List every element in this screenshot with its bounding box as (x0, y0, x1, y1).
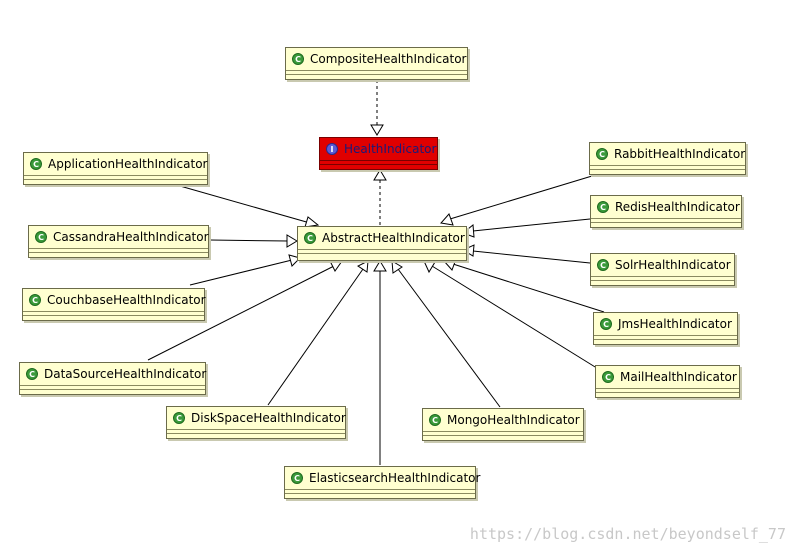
class-icon: C (292, 53, 304, 65)
class-icon: C (600, 318, 612, 330)
class-name: DataSourceHealthIndicator (44, 367, 207, 381)
class-diskspace-health-indicator[interactable]: C DiskSpaceHealthIndicator (166, 406, 346, 439)
jms-generalization-line (452, 263, 605, 313)
application-generalization-line (179, 185, 311, 224)
class-icon: C (29, 294, 41, 306)
mongo-generalization-line (397, 268, 501, 408)
redis-generalization-line (472, 218, 591, 232)
class-mongo-health-indicator[interactable]: C MongoHealthIndicator (422, 408, 584, 441)
class-redis-health-indicator[interactable]: C RedisHealthIndicator (590, 195, 742, 228)
class-name: MailHealthIndicator (620, 370, 737, 384)
class-icon: C (173, 412, 185, 424)
class-cassandra-health-indicator[interactable]: C CassandraHealthIndicator (28, 225, 209, 258)
couchbase-generalization-line (189, 259, 293, 286)
class-icon: C (30, 158, 42, 170)
class-name: ApplicationHealthIndicator (48, 157, 208, 171)
class-composite-health-indicator[interactable]: C CompositeHealthIndicator (285, 47, 468, 80)
class-mail-health-indicator[interactable]: C MailHealthIndicator (595, 365, 740, 398)
abstract-arrowhead (373, 169, 387, 181)
class-name: DiskSpaceHealthIndicator (191, 411, 346, 425)
cassandra-generalization-line (209, 239, 289, 242)
class-name: RedisHealthIndicator (615, 200, 740, 214)
class-name: JmsHealthIndicator (618, 317, 732, 331)
interface-icon: I (326, 143, 338, 155)
solr-generalization-line (472, 250, 591, 264)
class-name: ElasticsearchHealthIndicator (309, 471, 481, 485)
class-name: AbstractHealthIndicator (322, 231, 465, 245)
class-elasticsearch-health-indicator[interactable]: C ElasticsearchHealthIndicator (284, 466, 480, 499)
class-abstract-health-indicator[interactable]: C AbstractHealthIndicator (297, 226, 467, 261)
class-icon: C (597, 201, 609, 213)
class-icon: C (429, 414, 441, 426)
class-jms-health-indicator[interactable]: C JmsHealthIndicator (593, 312, 738, 345)
class-solr-health-indicator[interactable]: C SolrHealthIndicator (590, 253, 735, 286)
class-name: CouchbaseHealthIndicator (47, 293, 206, 307)
datasource-generalization-line (147, 265, 335, 361)
rabbit-generalization-line (449, 175, 593, 220)
class-icon: C (291, 472, 303, 484)
mail-generalization-line (431, 265, 601, 371)
class-rabbit-health-indicator[interactable]: C RabbitHealthIndicator (589, 142, 746, 175)
diskspace-generalization-line (267, 268, 364, 406)
interface-health-indicator[interactable]: I HealthIndicator (319, 137, 438, 170)
composite-arrowhead (370, 124, 384, 136)
class-icon: C (596, 148, 608, 160)
class-icon: C (602, 371, 614, 383)
class-name: CompositeHealthIndicator (310, 52, 467, 66)
class-name: CassandraHealthIndicator (53, 230, 209, 244)
class-name: RabbitHealthIndicator (614, 147, 746, 161)
class-icon: C (26, 368, 38, 380)
class-couchbase-health-indicator[interactable]: C CouchbaseHealthIndicator (22, 288, 206, 321)
class-icon: C (304, 232, 316, 244)
class-name: SolrHealthIndicator (615, 258, 731, 272)
class-icon: C (35, 231, 47, 243)
watermark-text: https://blog.csdn.net/beyondself_77 (469, 525, 786, 543)
class-icon: C (597, 259, 609, 271)
class-name: HealthIndicator (344, 142, 437, 156)
class-name: MongoHealthIndicator (447, 413, 580, 427)
class-datasource-health-indicator[interactable]: C DataSourceHealthIndicator (19, 362, 206, 395)
class-application-health-indicator[interactable]: C ApplicationHealthIndicator (23, 152, 208, 185)
